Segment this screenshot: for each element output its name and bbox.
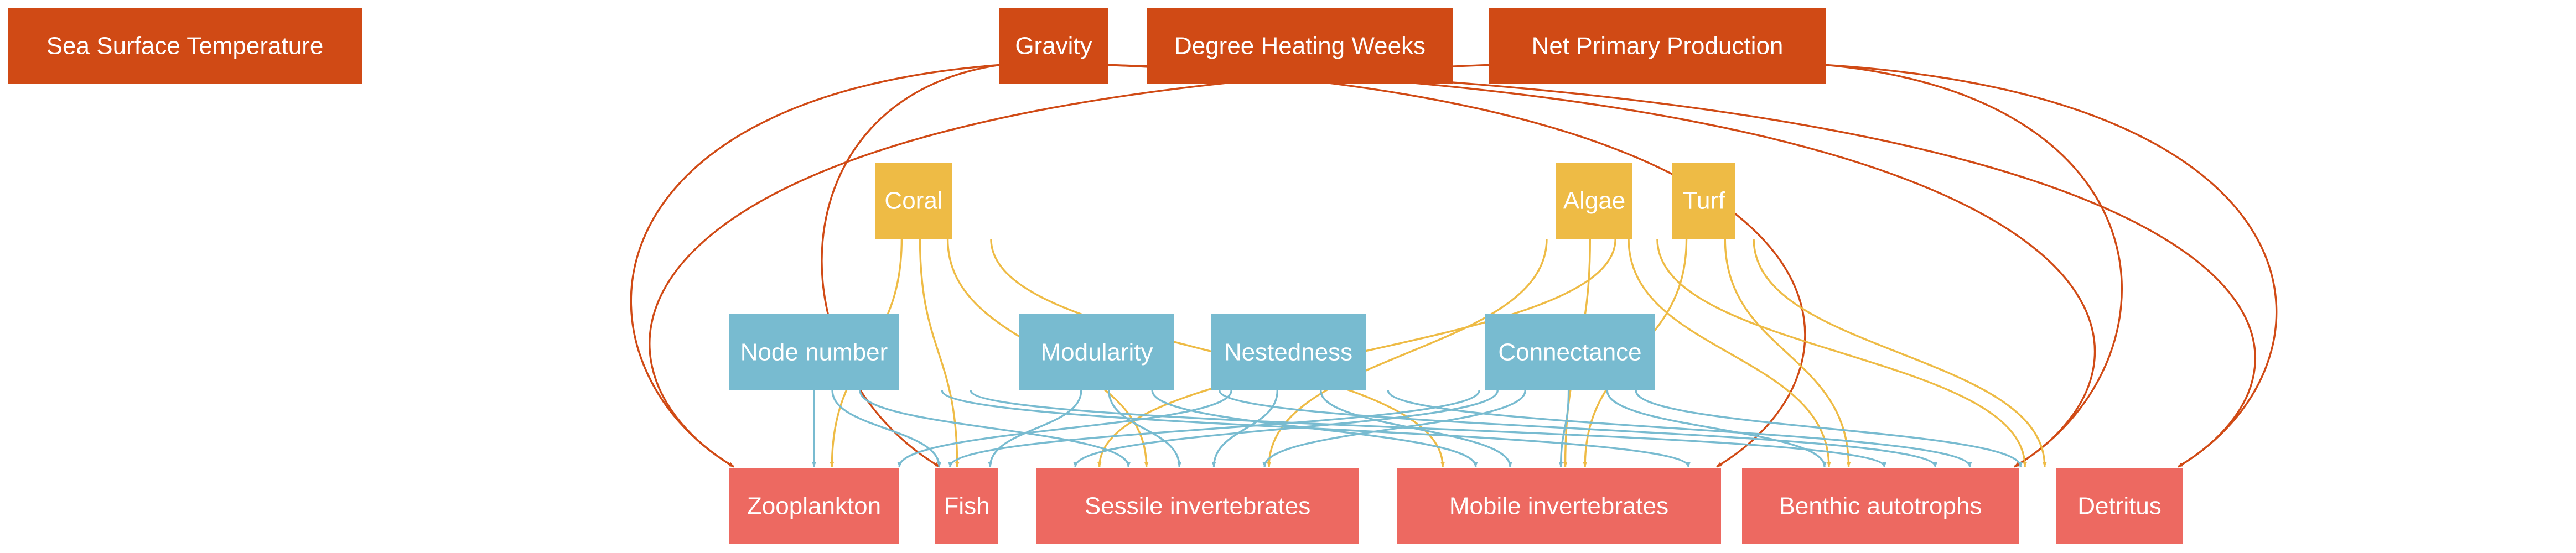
edge-gravity-to-mobile bbox=[1107, 64, 1806, 468]
edge-connectance-to-detritus bbox=[1635, 390, 2023, 467]
edge-connectance-to-zooplankton bbox=[948, 390, 1480, 467]
edge-modularity-to-mobile bbox=[1151, 390, 1478, 467]
edge-algae-to-benthic bbox=[1628, 238, 1831, 467]
edge-npp-to-zooplankton bbox=[649, 64, 1489, 468]
edge-gravity-to-detritus bbox=[1107, 64, 2257, 468]
node-coral[interactable]: Coral bbox=[875, 163, 952, 239]
node-gravity[interactable]: Gravity bbox=[999, 8, 1108, 84]
node-turf[interactable]: Turf bbox=[1672, 163, 1735, 239]
node-label: Modularity bbox=[1041, 339, 1153, 366]
node-benthic-autotrophs[interactable]: Benthic autotrophs bbox=[1742, 468, 2019, 544]
edge-node_number-to-fish bbox=[831, 390, 942, 467]
node-label: Nestedness bbox=[1224, 339, 1352, 366]
edge-algae-to-detritus bbox=[1656, 238, 2028, 467]
node-box bbox=[1672, 163, 1735, 239]
edge-nestedness-to-detritus bbox=[1387, 390, 1972, 467]
node-node-number[interactable]: Node number bbox=[729, 314, 899, 390]
edge-turf-to-benthic bbox=[1724, 238, 1851, 467]
node-label: Degree Heating Weeks bbox=[1174, 33, 1426, 60]
node-nestedness[interactable]: Nestedness bbox=[1211, 314, 1366, 390]
edge-coral-to-fish bbox=[919, 238, 960, 467]
edge-gravity-to-benthic bbox=[1107, 64, 2096, 468]
node-degree-heating-weeks[interactable]: Degree Heating Weeks bbox=[1147, 8, 1453, 84]
edge-gravity-to-fish bbox=[821, 64, 1000, 468]
node-label: Benthic autotrophs bbox=[1779, 493, 1982, 520]
node-box bbox=[1556, 163, 1632, 239]
node-box bbox=[1147, 8, 1453, 84]
node-box bbox=[1211, 314, 1366, 390]
edge-modularity-to-sessile bbox=[1108, 390, 1182, 467]
node-algae[interactable]: Algae bbox=[1556, 163, 1632, 239]
node-label: Sessile invertebrates bbox=[1085, 493, 1310, 520]
node-sessile-invertebrates[interactable]: Sessile invertebrates bbox=[1036, 468, 1359, 544]
node-net-primary-production[interactable]: Net Primary Production bbox=[1489, 8, 1826, 84]
node-label: Fish bbox=[944, 493, 989, 520]
node-modularity[interactable]: Modularity bbox=[1019, 314, 1174, 390]
node-box bbox=[1489, 8, 1826, 84]
node-label: Mobile invertebrates bbox=[1449, 493, 1668, 520]
edge-gravity-to-zooplankton bbox=[630, 64, 1000, 468]
node-sea-surface-temperature[interactable]: Sea Surface Temperature bbox=[8, 8, 362, 84]
node-box bbox=[2056, 468, 2183, 544]
edge-connectance-to-sessile bbox=[1262, 390, 1526, 467]
edge-nestedness-to-sessile bbox=[1211, 390, 1279, 467]
node-fish[interactable]: Fish bbox=[935, 468, 998, 544]
edge-node_number-to-sessile bbox=[859, 390, 1131, 467]
node-label: Net Primary Production bbox=[1532, 33, 1784, 60]
node-label: Zooplankton bbox=[747, 493, 881, 520]
edge-npp-to-benthic bbox=[1826, 64, 2123, 468]
node-zooplankton[interactable]: Zooplankton bbox=[729, 468, 899, 544]
node-label: Detritus bbox=[2077, 493, 2162, 520]
node-label: Algae bbox=[1563, 187, 1626, 215]
node-connectance[interactable]: Connectance bbox=[1485, 314, 1655, 390]
edge-nestedness-to-mobile bbox=[1319, 390, 1512, 467]
node-label: Node number bbox=[740, 339, 888, 366]
node-label: Gravity bbox=[1015, 33, 1092, 60]
edge-connectance-to-benthic bbox=[1606, 390, 1827, 467]
node-box bbox=[1742, 468, 2019, 544]
edge-connectance-to-mobile bbox=[1558, 390, 1570, 467]
edge-modularity-to-detritus bbox=[1219, 390, 1938, 467]
node-box bbox=[935, 468, 998, 544]
node-label: Turf bbox=[1683, 187, 1725, 215]
node-label: Sea Surface Temperature bbox=[46, 33, 324, 60]
edge-nestedness-to-zooplankton bbox=[897, 390, 1232, 467]
node-label: Coral bbox=[884, 187, 942, 215]
node-box bbox=[1036, 468, 1359, 544]
node-mobile-invertebrates[interactable]: Mobile invertebrates bbox=[1397, 468, 1721, 544]
node-detritus[interactable]: Detritus bbox=[2056, 468, 2183, 544]
node-box bbox=[1397, 468, 1721, 544]
nodes-layer: Sea Surface Temperature Gravity Degree H… bbox=[8, 8, 2183, 544]
edge-npp-to-detritus bbox=[1826, 64, 2278, 468]
edge-node_number-to-detritus bbox=[970, 390, 1887, 467]
node-box bbox=[729, 314, 899, 390]
node-box bbox=[875, 163, 952, 239]
node-box bbox=[8, 8, 362, 84]
node-box bbox=[1485, 314, 1655, 390]
node-box bbox=[729, 468, 899, 544]
edge-modularity-to-fish bbox=[988, 390, 1082, 467]
node-box bbox=[1019, 314, 1174, 390]
edges-layer bbox=[630, 64, 2278, 468]
edge-turf-to-detritus bbox=[1753, 238, 2047, 467]
node-box bbox=[999, 8, 1108, 84]
node-label: Connectance bbox=[1498, 339, 1641, 366]
edge-connectance-to-fish bbox=[1073, 390, 1499, 467]
